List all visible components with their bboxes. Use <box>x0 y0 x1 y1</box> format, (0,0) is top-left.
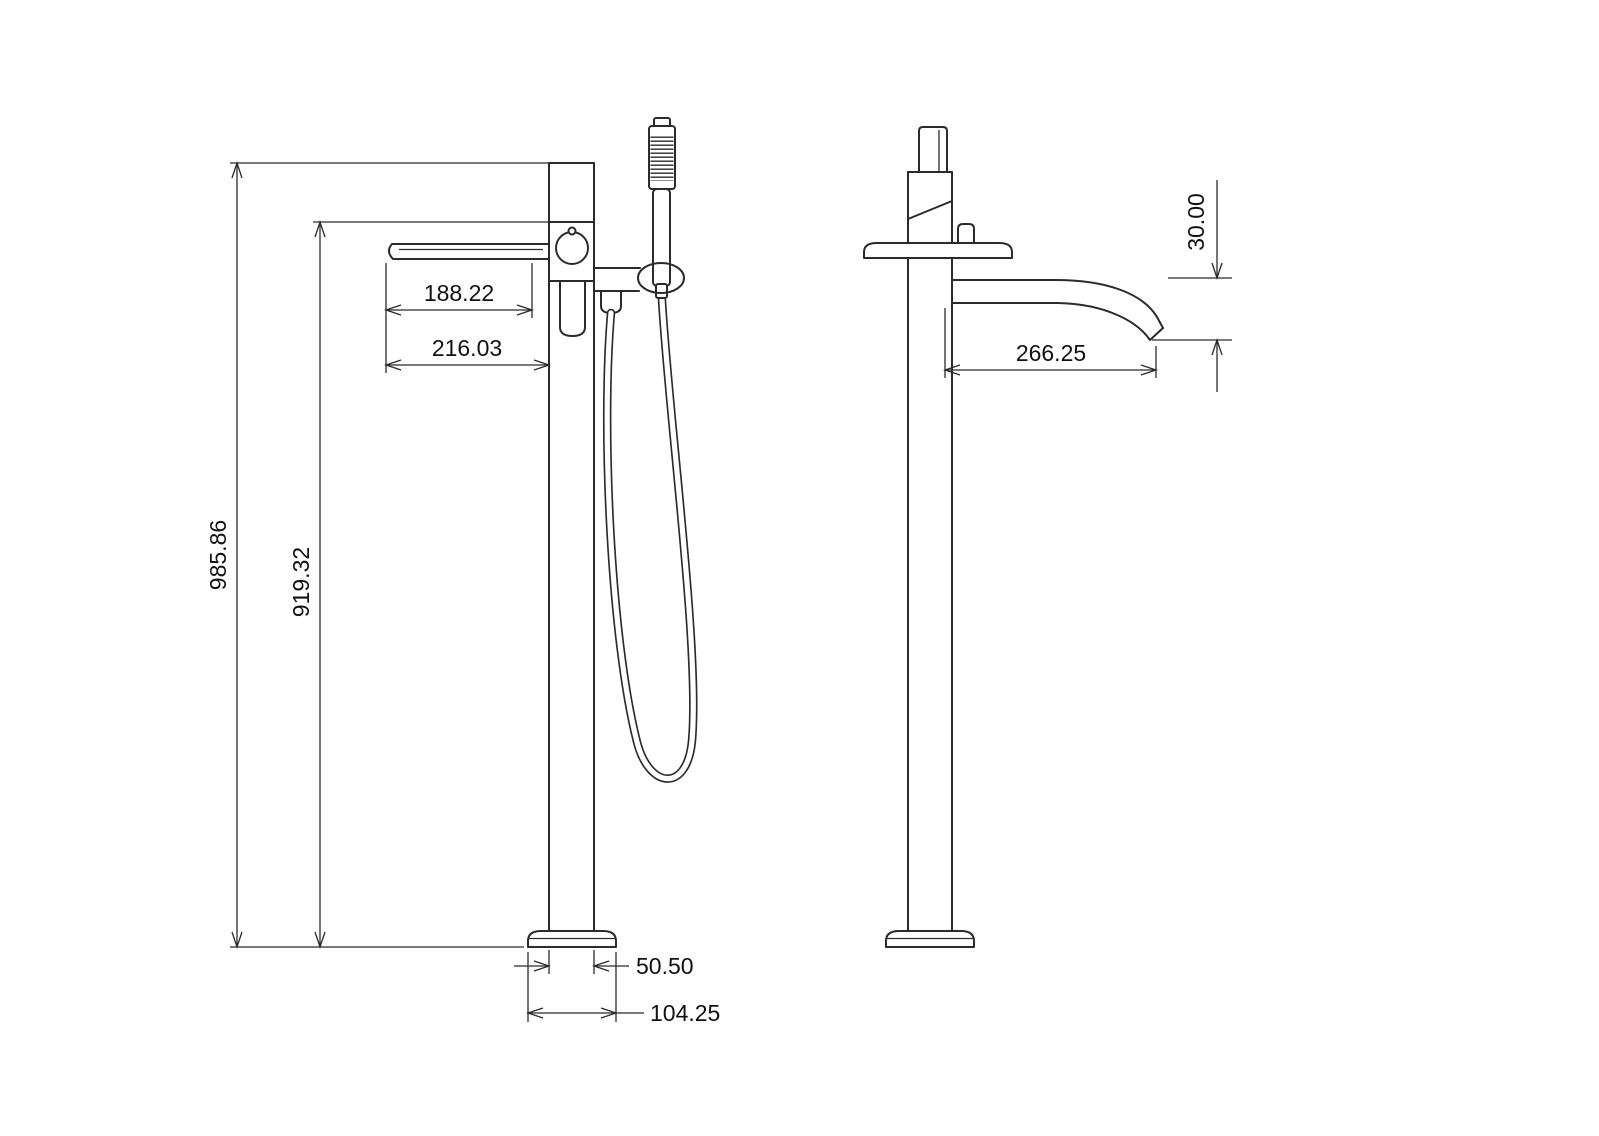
dim-spout-reach-label: 266.25 <box>1016 340 1086 366</box>
dim-spout-overall-width: 216.03 <box>385 335 550 371</box>
dim-spout-inner-width: 188.22 <box>385 263 533 373</box>
dim-spout-height: 919.32 <box>288 221 549 948</box>
handshower <box>637 117 685 299</box>
shower-hose <box>602 295 698 783</box>
side-column <box>907 171 953 931</box>
handshower-holder-ring <box>637 262 685 294</box>
dim-spout-reach: 266.25 <box>944 308 1157 378</box>
dim-column-diameter-label: 50.50 <box>636 953 694 979</box>
temperature-knob <box>555 226 589 265</box>
handshower-connector <box>655 283 668 299</box>
side-view <box>863 126 1164 948</box>
dimensions: 985.86 919.32 188.22 216.03 <box>205 162 1232 1026</box>
dim-spout-drop-label: 30.00 <box>1183 193 1209 251</box>
lever-handle <box>918 126 948 173</box>
side-base-plate <box>885 930 975 948</box>
dim-base-diameter: 104.25 <box>527 952 720 1026</box>
dim-base-diameter-label: 104.25 <box>650 1000 720 1026</box>
dim-spout-inner-width-label: 188.22 <box>424 280 494 306</box>
waterfall-spout <box>388 243 550 260</box>
deck-plate <box>863 242 1013 259</box>
front-view <box>388 117 698 948</box>
front-base-plate <box>527 930 617 948</box>
dim-overall-height: 985.86 <box>205 162 553 948</box>
dim-spout-drop: 30.00 <box>1152 180 1232 392</box>
side-spout <box>951 279 1164 341</box>
diverter-cylinder <box>559 280 586 337</box>
dim-spout-overall-width-label: 216.03 <box>432 335 502 361</box>
dim-spout-height-label: 919.32 <box>288 547 314 617</box>
dim-overall-height-label: 985.86 <box>205 520 231 590</box>
handshower-head-texture <box>650 134 674 181</box>
handshower-bracket <box>593 267 641 314</box>
column <box>548 162 595 931</box>
handshower-handle <box>652 188 671 287</box>
diverter-knob <box>957 223 975 244</box>
dim-column-diameter: 50.50 <box>514 950 694 979</box>
